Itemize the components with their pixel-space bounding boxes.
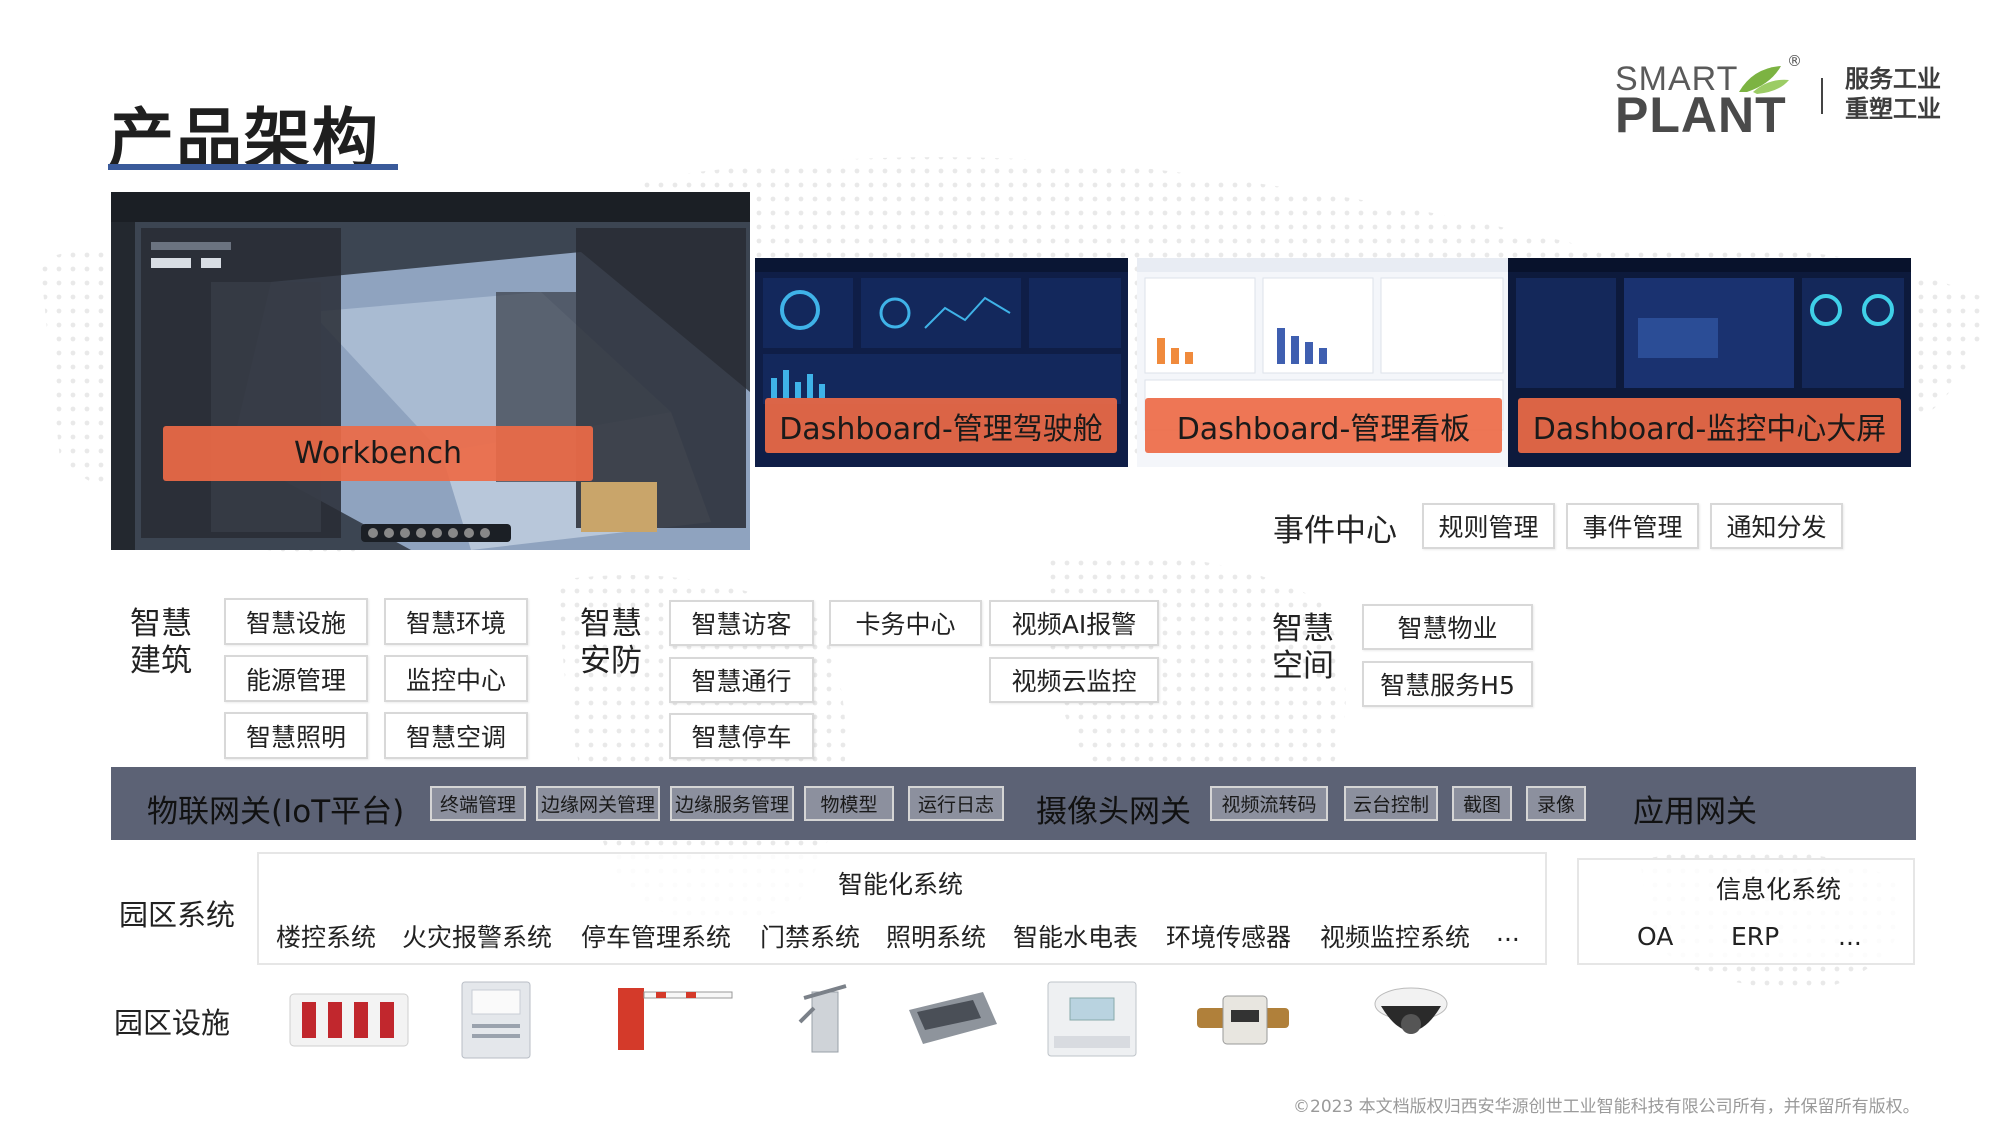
dashboard-cockpit-screenshot: Dashboard-管理驾驶舱 [755,258,1128,467]
dashboard-cockpit-view [755,258,1128,404]
intelligent-more: ... [1496,918,1520,947]
barrier-gate-icon [618,988,733,1050]
leaf-icon [1739,66,1789,94]
logo-brand-bottom: PLANT [1615,87,1787,143]
app-gateway-label: 应用网关 [1633,794,1757,830]
logo-divider [1821,78,1823,114]
smart-facilities[interactable]: 智慧设施 [224,598,368,645]
park-facilities-label: 园区设施 [114,1006,231,1040]
dashboard-bigscreen-label: Dashboard-监控中心大屏 [1518,398,1901,453]
event-notification[interactable]: 通知分发 [1710,503,1843,549]
logo-slogan-line2: 重塑工业 [1845,95,1941,123]
smart-parking[interactable]: 智慧停车 [669,713,814,759]
camera-recording[interactable]: 录像 [1526,786,1586,821]
smart-space-label: 智慧 空间 [1272,611,1334,685]
dashboard-cockpit-label: Dashboard-管理驾驶舱 [765,398,1117,453]
smart-property[interactable]: 智慧物业 [1362,604,1533,650]
dashboard-bigscreen-view [1508,258,1911,388]
camera-gateway-label: 摄像头网关 [1036,794,1191,830]
smart-environment[interactable]: 智慧环境 [384,598,528,645]
oa-system: OA [1637,922,1674,951]
camera-screenshot[interactable]: 截图 [1452,786,1512,821]
card-center[interactable]: 卡务中心 [829,600,982,646]
controller-icon [909,992,997,1044]
event-management[interactable]: 事件管理 [1566,503,1699,549]
iot-edge-gateway-management[interactable]: 边缘网关管理 [536,786,660,821]
workbench-label: Workbench [163,426,593,481]
smart-security-label-line1: 智慧 [580,606,642,642]
dashboard-board-screenshot: Dashboard-管理看板 [1137,258,1510,467]
information-more: ... [1838,922,1862,951]
logo-slogan-line1: 服务工业 [1845,65,1941,93]
panel-box-icon [461,981,531,1059]
parking-management-system: 停车管理系统 [581,923,732,952]
smart-space-label-line2: 空间 [1272,648,1334,684]
dashboard-board-label: Dashboard-管理看板 [1145,398,1502,453]
smart-space-label-line1: 智慧 [1272,611,1334,647]
workbench-screenshot: Workbench [111,192,750,550]
building-control-system: 楼控系统 [276,923,377,952]
dome-camera-icon [1374,987,1448,1034]
video-surveillance-system: 视频监控系统 [1320,923,1471,952]
copyright-notice: ©2023 本文档版权归西安华源创世工业智能科技有限公司所有，并保留所有版权。 [1293,1097,1920,1117]
water-meter-icon [1197,995,1289,1045]
intelligent-system-title: 智能化系统 [838,870,964,899]
intelligent-system-box [257,852,1547,965]
park-system-label: 园区系统 [119,898,236,932]
smart-meter: 智能水电表 [1013,923,1139,952]
camera-stream-transcode[interactable]: 视频流转码 [1210,786,1328,821]
energy-meter-icon [1047,981,1137,1057]
turnstile-icon [798,984,847,1053]
information-system-title: 信息化系统 [1716,875,1842,904]
smart-service-h5[interactable]: 智慧服务H5 [1362,661,1533,707]
smart-security-label: 智慧 安防 [580,606,642,680]
environment-sensor: 环境传感器 [1166,923,1292,952]
monitoring-center[interactable]: 监控中心 [384,655,528,702]
smart-access[interactable]: 智慧通行 [669,657,814,703]
smart-security-label-line2: 安防 [580,643,642,679]
smart-visitor[interactable]: 智慧访客 [669,600,814,646]
smart-building-label-line1: 智慧 [130,606,192,642]
title-underline [108,164,398,170]
gateway-bar [111,767,1916,840]
energy-management[interactable]: 能源管理 [224,655,368,702]
dashboard-bigscreen-screenshot: Dashboard-监控中心大屏 [1508,258,1911,467]
event-center-title: 事件中心 [1273,513,1397,549]
video-cloud-monitoring[interactable]: 视频云监控 [989,657,1159,703]
fire-alarm-system: 火灾报警系统 [402,923,553,952]
information-system-box [1577,858,1915,965]
smart-plant-logo: SMART ® PLANT 服务工业 重塑工业 [1615,52,1955,143]
smart-building-label: 智慧 建筑 [130,606,192,680]
event-rule-management[interactable]: 规则管理 [1422,503,1555,549]
smart-air-conditioning[interactable]: 智慧空调 [384,712,528,759]
iot-edge-service-management[interactable]: 边缘服务管理 [670,786,794,821]
cabinet-icon [289,993,409,1047]
logo-brand-top: SMART [1615,60,1739,98]
logo-registered: ® [1787,52,1802,70]
iot-terminal-management[interactable]: 终端管理 [430,786,526,821]
iot-thing-model[interactable]: 物模型 [804,786,894,821]
video-ai-alarm[interactable]: 视频AI报警 [989,600,1159,646]
smart-lighting[interactable]: 智慧照明 [224,712,368,759]
smart-building-label-line2: 建筑 [130,643,192,679]
access-control-system: 门禁系统 [760,923,861,952]
workbench-3d-view [111,192,750,550]
lighting-system: 照明系统 [886,923,987,952]
erp-system: ERP [1731,922,1780,951]
camera-ptz-control[interactable]: 云台控制 [1344,786,1438,821]
iot-run-log[interactable]: 运行日志 [908,786,1004,821]
iot-gateway-label: 物联网关(IoT平台) [147,794,405,830]
logo-slogan: 服务工业 重塑工业 [1845,64,1941,124]
